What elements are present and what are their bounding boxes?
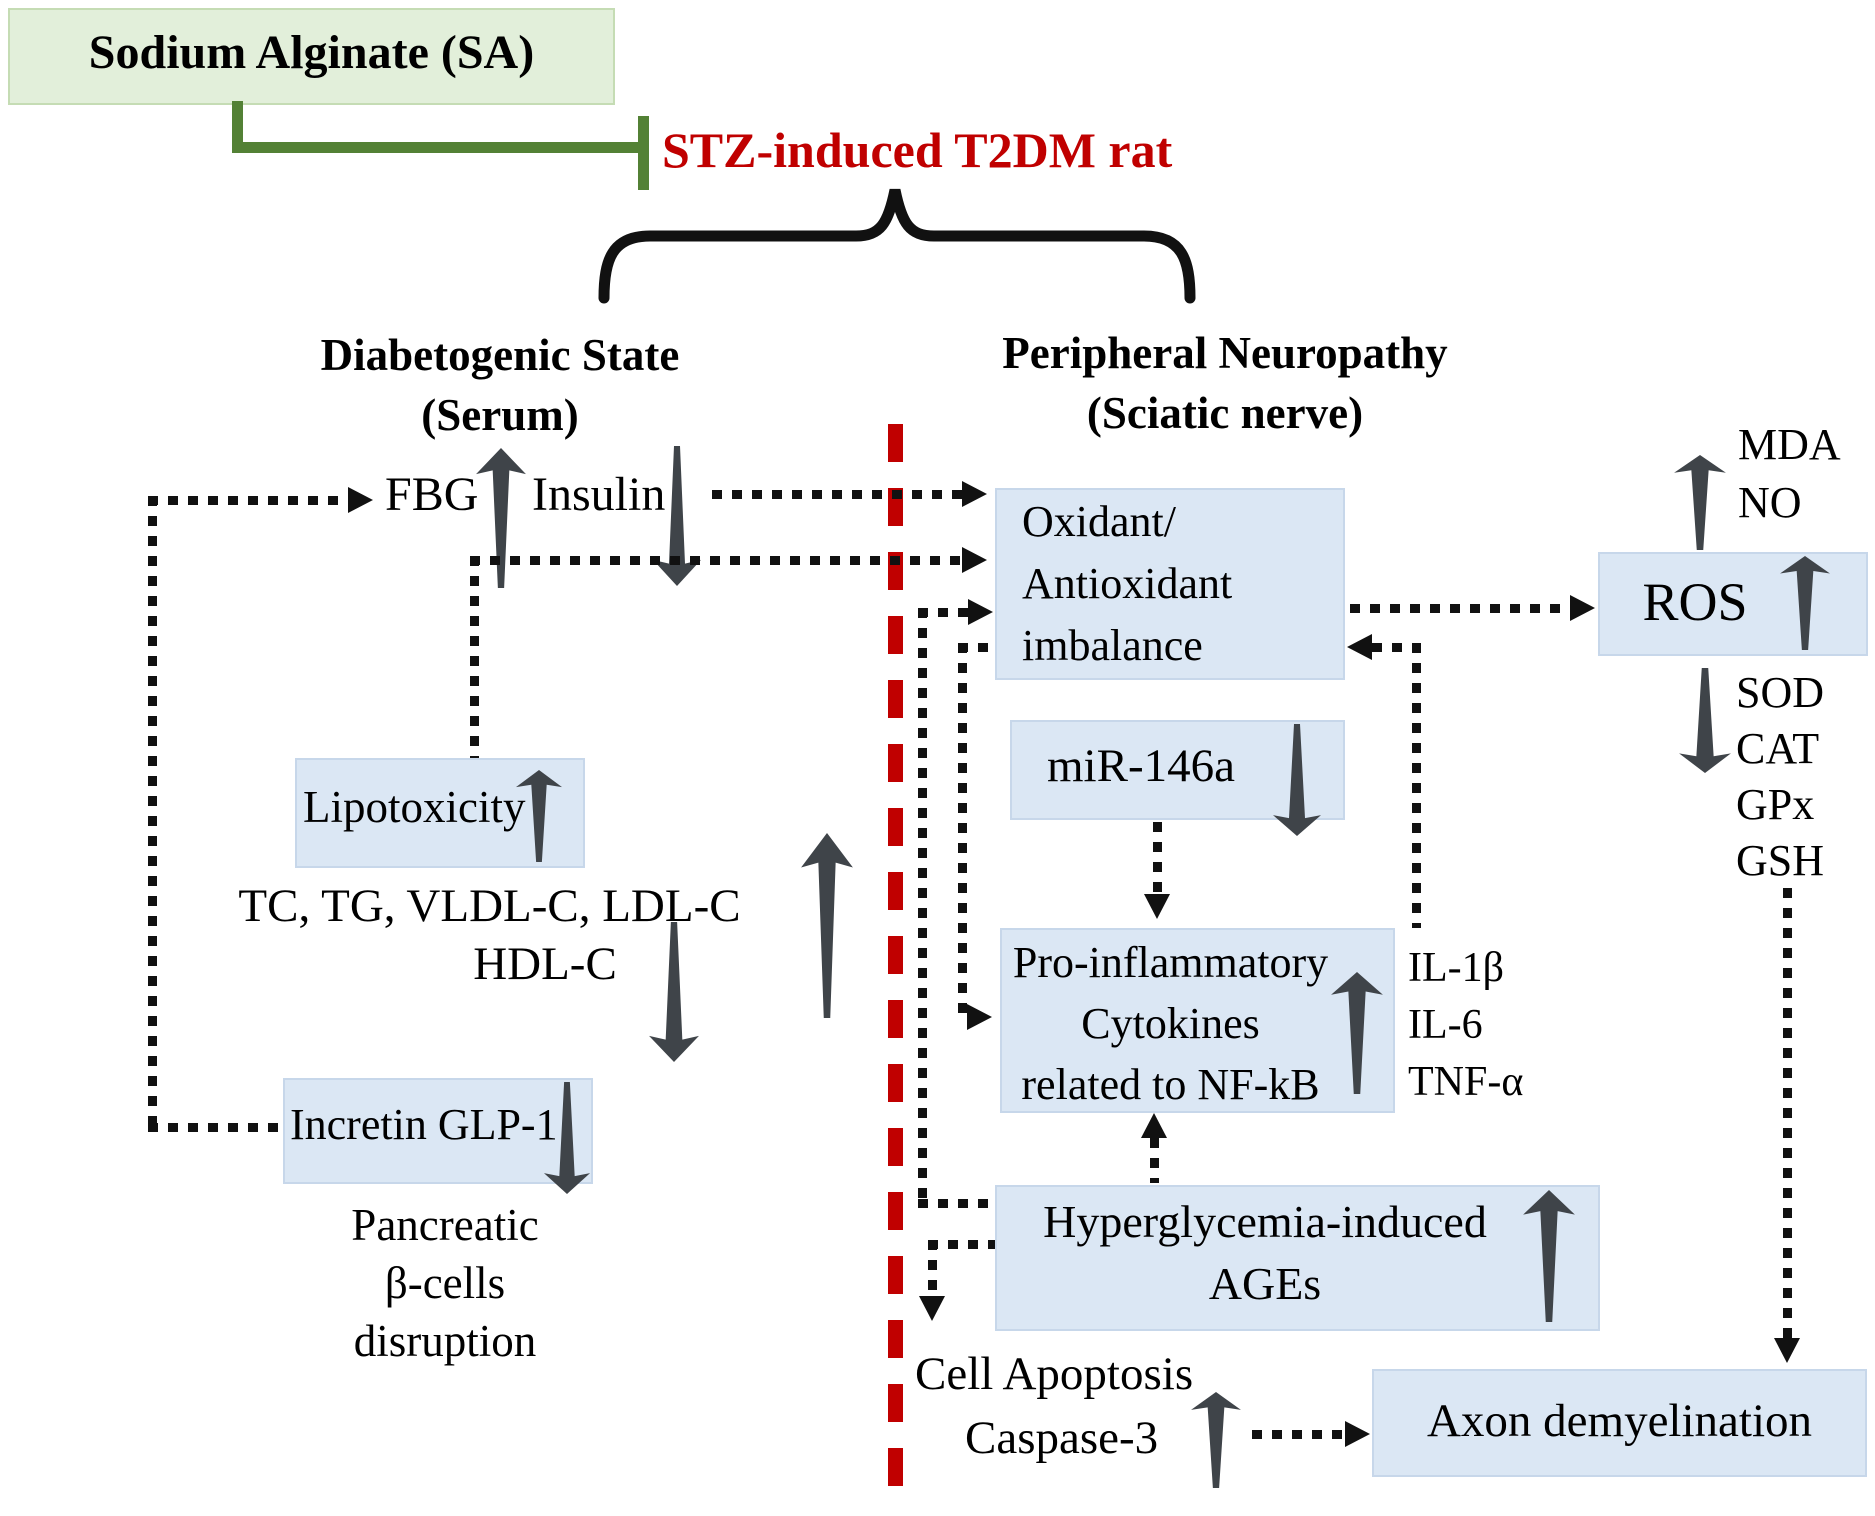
pancreatic-label-line1: Pancreatic	[351, 1200, 539, 1250]
connector-ages-to-apoptosis-line	[928, 1240, 998, 1249]
mda-label: MDA	[1738, 420, 1841, 469]
inhibition-bar-icon	[638, 116, 649, 190]
connector-ages-to-apoptosis-arrowhead	[919, 1296, 945, 1321]
connector-ages-to-oxidant-arrowhead	[968, 599, 993, 625]
oxidant-label-line1: Oxidant/	[1022, 497, 1176, 546]
connector-ros-to-axon-arrowhead	[1774, 1338, 1800, 1363]
lipotoxicity-label: Lipotoxicity	[303, 782, 526, 832]
connector-ages-to-apoptosis-vertical	[928, 1240, 937, 1298]
connector-incretin-to-fbg-line	[148, 496, 348, 505]
cytokines-box	[1000, 928, 1395, 1113]
mir146a-label: miR-146a	[1047, 740, 1235, 792]
ages-box	[995, 1185, 1600, 1331]
connector-cytokines-to-oxidant-vertical	[1412, 643, 1421, 928]
no-label: NO	[1738, 478, 1802, 527]
connector-mir-to-cytokines-arrowhead	[1144, 894, 1170, 919]
gsh-label: GSH	[1736, 836, 1825, 885]
il6-label: IL-6	[1408, 1002, 1483, 1048]
fbg-label: FBG	[385, 468, 479, 521]
lipids-label: TC, TG, VLDL-C, LDL-C	[238, 880, 741, 932]
connector-cytokines-to-oxidant-arrowhead	[1347, 634, 1372, 660]
ages-label-line2: AGEs	[1208, 1258, 1322, 1309]
connector-ages-to-cytokines-arrowhead	[1141, 1113, 1167, 1138]
ages-up-arrow-icon	[1522, 1190, 1576, 1322]
cytokines-label-line3: related to NF-kB	[1021, 1060, 1320, 1109]
caspase-label: Caspase-3	[965, 1412, 1159, 1464]
pancreatic-label-line2: β-cells	[384, 1258, 506, 1308]
sodium-alginate-label: Sodium Alginate (SA)	[88, 26, 535, 79]
incretin-box	[283, 1078, 593, 1184]
gpx-label: GPx	[1736, 780, 1815, 829]
connector-ages-to-oxidant-top	[918, 608, 968, 617]
inhibition-connector-horizontal	[232, 142, 644, 153]
incretin-label: Incretin GLP-1	[290, 1100, 558, 1149]
lipids-up-arrow-icon	[800, 833, 854, 1018]
connector-oxidant-to-ros-line	[1350, 604, 1565, 613]
connector-incretin-to-fbg-bottom	[148, 1123, 285, 1132]
cytokines-label-line1: Pro-inflammatory	[1012, 938, 1329, 987]
ros-label: ROS	[1642, 572, 1748, 632]
axon-demyelination-box	[1372, 1369, 1867, 1477]
fbg-up-arrow-icon	[475, 448, 527, 588]
sodium-alginate-box	[8, 8, 615, 105]
antioxidants-down-arrow-icon	[1678, 668, 1732, 773]
hdl-down-arrow-icon	[648, 922, 700, 1062]
mir146a-down-arrow-icon	[1272, 724, 1322, 836]
connector-oxidant-to-cytokines-arrowhead	[967, 1004, 992, 1030]
insulin-label: Insulin	[532, 468, 666, 521]
ages-label-line1: Hyperglycemia-induced	[1043, 1196, 1487, 1247]
connector-fbg-to-oxidant-arrowhead	[962, 547, 987, 573]
insulin-down-arrow-icon	[652, 446, 702, 586]
incretin-down-arrow-icon	[543, 1082, 591, 1194]
connector-mir-to-cytokines-line	[1153, 822, 1162, 898]
oxidant-imbalance-box	[995, 488, 1345, 680]
lipotoxicity-up-arrow-icon	[515, 770, 563, 862]
heading-diabetogenic-state: Diabetogenic State	[320, 330, 680, 380]
connector-oxidant-to-cytokines-vertical	[958, 643, 967, 1013]
cytokines-label-line2: Cytokines	[1081, 999, 1260, 1048]
cytokines-up-arrow-icon	[1330, 972, 1384, 1094]
ros-up-arrow-icon	[1779, 556, 1831, 650]
tnfa-label: TNF-α	[1408, 1059, 1524, 1105]
inhibition-connector-vertical	[232, 101, 243, 153]
column-divider-red-dashed-line	[888, 424, 903, 1504]
oxidant-label-line3: imbalance	[1022, 621, 1203, 670]
mir146a-box	[1010, 720, 1345, 820]
connector-insulin-to-oxidant-arrowhead	[962, 481, 987, 507]
connector-oxidant-to-cytokines-top	[958, 643, 998, 652]
connector-fbg-to-lipotoxicity-vertical	[470, 556, 479, 760]
heading-peripheral-neuropathy: Peripheral Neuropathy	[1002, 328, 1448, 378]
brace-icon	[598, 178, 1198, 304]
pancreatic-label-line3: disruption	[353, 1316, 537, 1366]
connector-caspase-to-axon-line	[1252, 1430, 1345, 1439]
caspase-up-arrow-icon	[1190, 1392, 1242, 1488]
il1b-label: IL-1β	[1408, 945, 1504, 991]
axon-demyelination-label: Axon demyelination	[1426, 1395, 1813, 1447]
connector-ros-to-axon-line	[1783, 888, 1792, 1340]
connector-caspase-to-axon-arrowhead	[1345, 1421, 1370, 1447]
mda-no-up-arrow-icon	[1673, 455, 1727, 550]
connector-oxidant-to-ros-arrowhead	[1570, 595, 1595, 621]
connector-cytokines-to-oxidant-line	[1372, 643, 1421, 652]
connector-ages-to-cytokines-line	[1150, 1138, 1159, 1183]
cell-apoptosis-label: Cell Apoptosis	[915, 1348, 1194, 1400]
connector-ages-to-oxidant-bottom	[918, 1199, 998, 1208]
cat-label: CAT	[1736, 724, 1820, 773]
heading-sciatic-nerve: (Sciatic nerve)	[1086, 388, 1364, 438]
hdl-label: HDL-C	[473, 938, 617, 990]
connector-ages-to-oxidant-vertical	[918, 608, 927, 1208]
sod-label: SOD	[1736, 668, 1825, 717]
heading-serum: (Serum)	[421, 390, 579, 440]
connector-insulin-to-oxidant-line	[712, 490, 962, 499]
connector-incretin-to-fbg-arrowhead	[348, 487, 373, 513]
connector-incretin-to-fbg-vertical	[148, 496, 157, 1132]
stz-rat-label: STZ-induced T2DM rat	[662, 122, 1173, 178]
oxidant-label-line2: Antioxidant	[1022, 559, 1233, 608]
connector-fbg-to-oxidant-line	[470, 556, 962, 565]
